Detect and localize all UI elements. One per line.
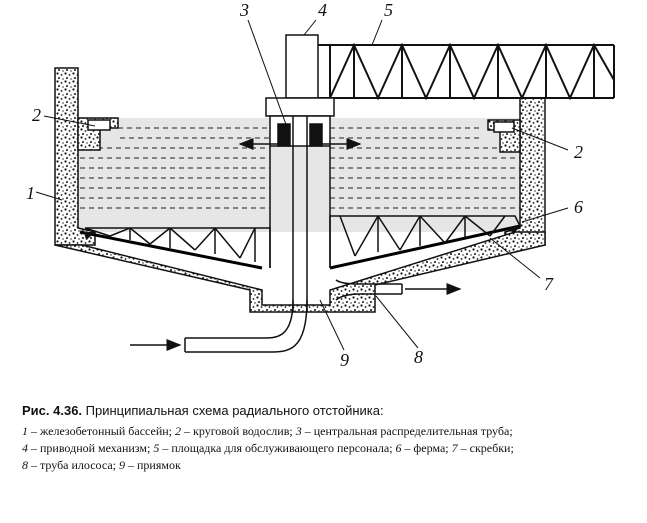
legend-num-3: 3 <box>295 424 302 438</box>
legend-text-9: – приямок <box>124 458 181 472</box>
label-3: 3 <box>239 0 249 20</box>
part-labels: 2 1 3 4 5 2 6 7 8 9 <box>26 0 583 370</box>
legend-num-2: 2 <box>175 424 182 438</box>
caption-number: Рис. 4.36. <box>22 403 83 418</box>
drive-mechanism <box>265 34 335 117</box>
figure-caption: Рис. 4.36. Принципиальная схема радиальн… <box>22 402 642 474</box>
legend-num-6: 6 <box>395 441 402 455</box>
legend-num-9: 9 <box>118 458 125 472</box>
label-8: 8 <box>414 347 423 367</box>
label-4: 4 <box>318 0 327 20</box>
label-2-right: 2 <box>574 142 583 162</box>
concrete-basin <box>54 67 546 313</box>
legend-num-4: 4 <box>22 441 28 455</box>
label-9: 9 <box>340 350 349 370</box>
label-2-left: 2 <box>32 105 41 125</box>
truss-left <box>84 227 271 268</box>
water <box>76 118 545 232</box>
legend-text-4: – приводной механизм; <box>28 441 154 455</box>
label-5: 5 <box>384 0 393 20</box>
legend-num-5: 5 <box>153 441 160 455</box>
settler-diagram: 2 1 3 4 5 2 6 7 8 9 <box>26 0 615 370</box>
caption-title: Рис. 4.36. Принципиальная схема радиальн… <box>22 402 642 419</box>
sludge-pipe <box>335 279 462 301</box>
legend-text-5: – площадка для обслуживающего персонала; <box>159 441 396 455</box>
label-7: 7 <box>544 274 554 294</box>
legend-text-7: – скребки; <box>457 441 514 455</box>
circular-weir <box>77 117 521 153</box>
leader-lines <box>35 19 569 351</box>
label-1: 1 <box>26 183 35 203</box>
scrapers <box>84 226 520 240</box>
legend-num-8: 8 <box>22 458 28 472</box>
legend-text-1: – железобетонный бассейн; <box>28 424 176 438</box>
central-pipe <box>269 115 331 312</box>
legend-num-7: 7 <box>451 441 458 455</box>
legend-num-1: 1 <box>22 424 28 438</box>
legend-text-6: – ферма; <box>401 441 452 455</box>
inlet-pipe <box>130 299 308 353</box>
legend-text-8: – труба илососа; <box>28 458 119 472</box>
caption-title-text: Принципиальная схема радиального отстойн… <box>85 403 384 418</box>
legend-text-3: – центральная распределительная труба; <box>301 424 513 438</box>
legend-text-2: – круговой водослив; <box>181 424 296 438</box>
label-6: 6 <box>574 197 583 217</box>
caption-legend: 1 – железобетонный бассейн; 2 – круговой… <box>22 423 642 474</box>
service-platform <box>318 42 615 101</box>
